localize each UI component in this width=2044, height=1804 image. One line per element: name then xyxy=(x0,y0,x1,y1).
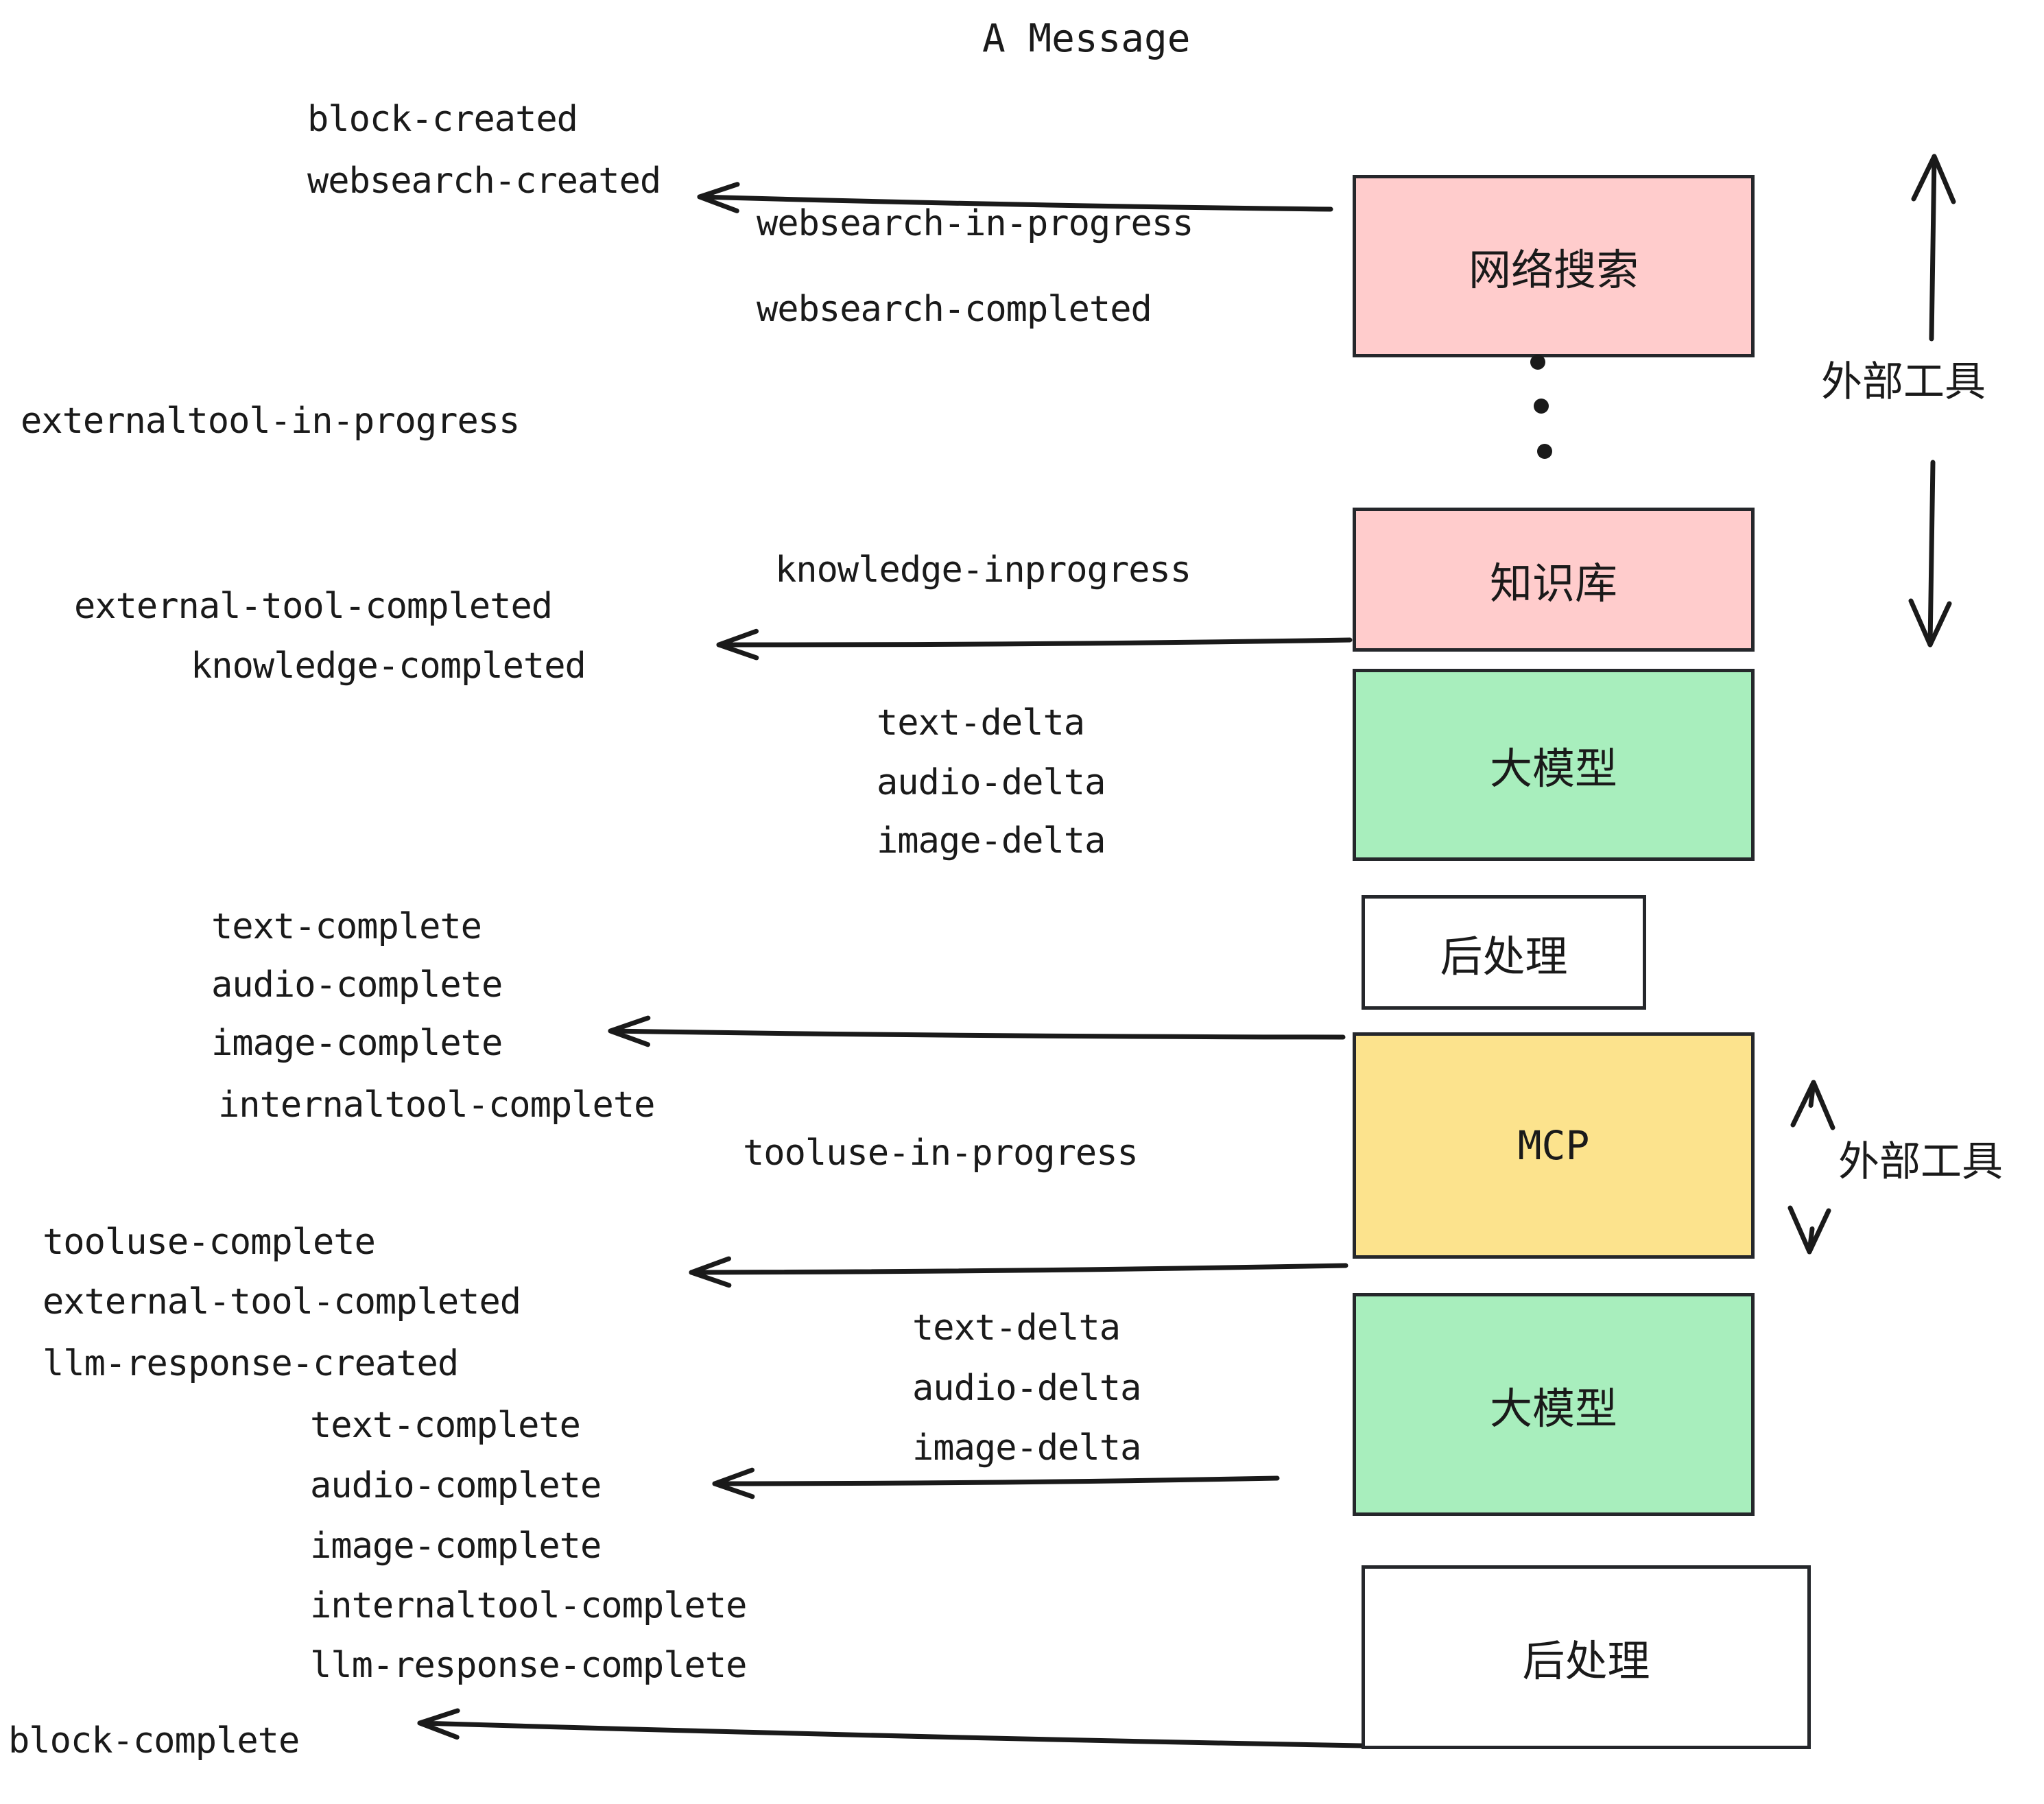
event-label-text-complete-1: text-complete xyxy=(211,906,482,947)
node-postprocess-lower: 后处理 xyxy=(1362,1565,1811,1749)
ellipsis-dot-1 xyxy=(1530,355,1545,370)
event-label-knowledge-completed: knowledge-completed xyxy=(191,645,586,687)
arrow-arrow-tooluse-complete xyxy=(689,1256,1348,1288)
node-websearch: 网络搜索 xyxy=(1353,175,1755,357)
page-title: A Message xyxy=(982,16,1191,61)
event-label-external-tool-completed-1: external-tool-completed xyxy=(74,586,553,627)
event-label-knowledge-inprogress: knowledge-inprogress xyxy=(775,549,1191,591)
event-label-audio-delta-2: audio-delta xyxy=(912,1368,1141,1409)
node-llm-lower: 大模型 xyxy=(1353,1293,1755,1516)
event-label-text-delta-1: text-delta xyxy=(877,702,1085,744)
event-label-block-created: block-created xyxy=(307,99,578,140)
node-llm-upper: 大模型 xyxy=(1353,669,1755,861)
event-label-text-delta-2: text-delta xyxy=(912,1307,1121,1349)
event-label-websearch-created: websearch-created xyxy=(307,161,661,202)
event-label-image-delta-1: image-delta xyxy=(877,820,1106,862)
arrow-arrow-block-complete xyxy=(417,1708,1364,1748)
event-label-image-complete-2: image-complete xyxy=(310,1526,602,1567)
node-knowledge: 知识库 xyxy=(1353,508,1755,652)
event-label-image-complete-1: image-complete xyxy=(211,1023,503,1064)
event-label-llm-response-complete: llm-response-complete xyxy=(310,1645,747,1686)
event-label-audio-complete-1: audio-complete xyxy=(211,964,503,1006)
double-arrow-lower xyxy=(1787,1080,1835,1255)
arrow-arrow-knowledge-completed xyxy=(716,628,1353,661)
arrow-arrow-audio-complete xyxy=(712,1467,1280,1499)
event-label-audio-delta-1: audio-delta xyxy=(877,762,1106,803)
group-label-external-tool-lower: 外部工具 xyxy=(1838,1138,2003,1186)
ellipsis-dot-2 xyxy=(1534,399,1549,414)
event-label-llm-response-created: llm-response-created xyxy=(43,1343,459,1384)
event-label-externaltool-in-progress: externaltool-in-progress xyxy=(21,401,520,442)
event-label-external-tool-completed-2: external-tool-completed xyxy=(43,1281,521,1322)
event-label-tooluse-in-progress: tooluse-in-progress xyxy=(743,1132,1139,1174)
event-label-image-delta-2: image-delta xyxy=(912,1427,1141,1469)
event-label-block-complete: block-complete xyxy=(8,1720,300,1761)
event-label-internaltool-complete-2: internaltool-complete xyxy=(310,1585,747,1626)
event-label-internaltool-complete-1: internaltool-complete xyxy=(218,1084,655,1126)
node-mcp: MCP xyxy=(1353,1032,1755,1259)
event-label-text-complete-2: text-complete xyxy=(310,1405,581,1446)
event-label-websearch-in-progress: websearch-in-progress xyxy=(757,203,1193,244)
node-postprocess-upper: 后处理 xyxy=(1362,895,1646,1010)
group-label-external-tool-upper: 外部工具 xyxy=(1821,358,1986,406)
event-label-websearch-completed: websearch-completed xyxy=(757,289,1152,330)
ellipsis-dot-3 xyxy=(1537,444,1552,459)
event-label-audio-complete-2: audio-complete xyxy=(310,1465,602,1506)
arrow-arrow-image-complete xyxy=(608,1015,1346,1047)
event-label-tooluse-complete: tooluse-complete xyxy=(43,1222,376,1263)
